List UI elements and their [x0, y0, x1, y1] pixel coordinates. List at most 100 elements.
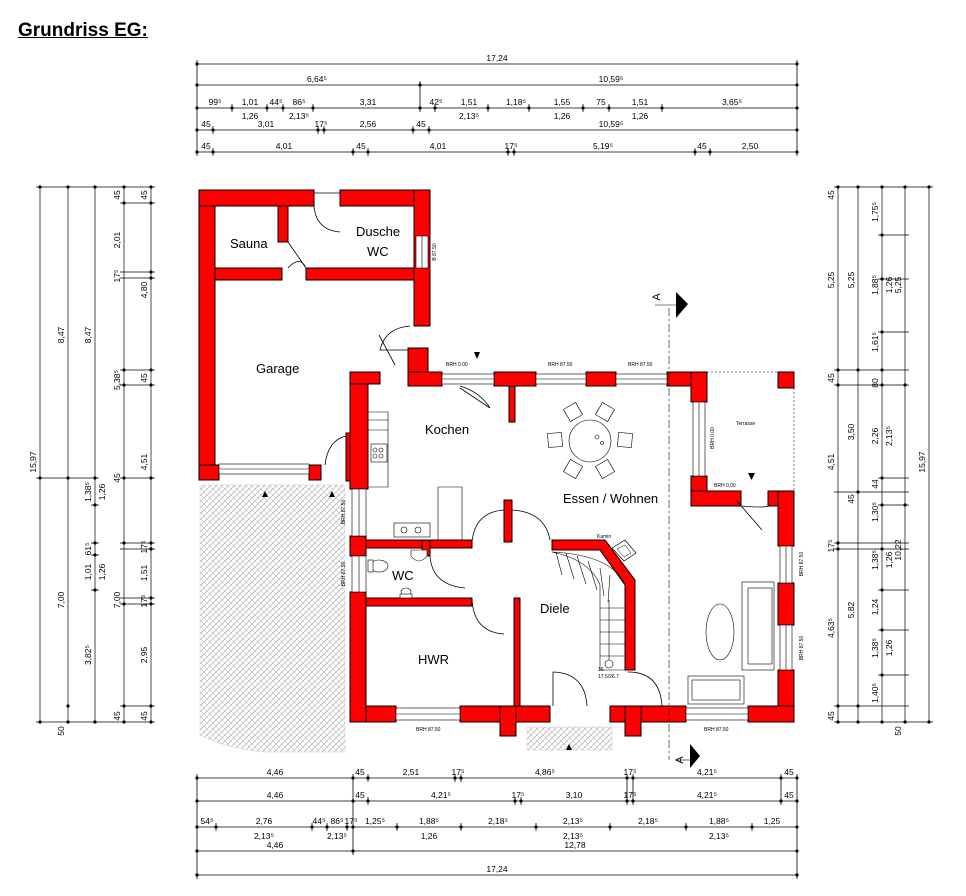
dim-top-r4: 2,56	[360, 119, 377, 129]
dim-left-c4: 7,00	[112, 591, 122, 608]
dim-right-c2: 45	[846, 494, 856, 504]
doors	[287, 192, 769, 707]
dim-left-c2: 50	[56, 726, 66, 736]
brh-label: BRH 87.50	[704, 727, 729, 733]
dim-left-c3: 3,82⁵	[83, 645, 93, 665]
dim-right-c3: 1,75⁵	[870, 202, 880, 222]
dim-top-r4: 10,59⁵	[599, 119, 624, 129]
brh-label: B 87.50	[432, 243, 438, 260]
dim-top-r5: 4,01	[276, 141, 293, 151]
driveway-hatched-area	[199, 484, 346, 753]
dim-top-r5: 45	[201, 141, 211, 151]
dim-top-r3b: 2,13⁵	[289, 111, 309, 121]
room-label-kochen: Kochen	[425, 422, 469, 437]
dim-bottom-r2: 4,21⁵	[431, 790, 451, 800]
dim-left-c3: 8,47	[83, 326, 93, 343]
triangle-mark-icon	[262, 491, 268, 497]
dim-bottom-r3b: 1,26	[421, 831, 438, 841]
top-dimension-lines: 17,24 6,64⁵ 10,59⁵ 99⁵ 1,01 44⁵ 86⁵ 3,31…	[195, 53, 799, 156]
dim-left-c3b: 1,26	[97, 483, 107, 500]
dim-left-c3: 1,01	[83, 563, 93, 580]
dim-top-r5: 45	[356, 141, 366, 151]
dim-bottom-r3b: 2,13⁵	[254, 831, 274, 841]
dim-left-c5: 45	[139, 190, 149, 200]
dim-top-r5: 4,01	[430, 141, 447, 151]
dim-right-c4: 50	[893, 726, 903, 736]
dim-top-r3b: 1,26	[554, 111, 571, 121]
dim-right-c3: 1,61⁵	[870, 332, 880, 352]
dim-left-c4: 45	[112, 473, 122, 483]
dim-right-c3: 1,38⁵	[870, 550, 880, 570]
dim-top-total: 17,24	[486, 53, 508, 63]
dim-bottom-r3: 2,18⁵	[638, 816, 658, 826]
dim-top-r3b: 1,26	[632, 111, 649, 121]
dim-left-c5: 1,51	[139, 564, 149, 581]
dim-bottom-r3: 54⁵	[201, 816, 214, 826]
dim-top-r3: 3,65⁵	[722, 97, 742, 107]
dim-bottom-r1: 45	[784, 767, 794, 777]
dim-right-c4: 10,22	[893, 539, 903, 561]
room-label-wc: WC	[392, 568, 414, 583]
dim-bottom-r3: 2,76	[256, 816, 273, 826]
dim-right-c1: 45	[826, 711, 836, 721]
windows	[218, 235, 793, 721]
dim-left-c3b: 1,26	[97, 563, 107, 580]
room-label-dusche: Dusche	[356, 224, 400, 239]
brh-label: BRH 87.50	[548, 362, 573, 368]
dim-right-c3: 44	[870, 479, 880, 489]
dim-bottom-total: 17,24	[486, 864, 508, 874]
dim-right-c1: 4,51	[826, 453, 836, 470]
dim-bottom-r3: 1,25⁵	[365, 816, 385, 826]
dim-left-c2: 7,00	[56, 591, 66, 608]
dim-top-r3: 42⁵	[430, 97, 443, 107]
dim-top-r2: 6,64⁵	[307, 74, 327, 84]
section-line	[655, 292, 700, 768]
dim-bottom-r2: 45	[355, 790, 365, 800]
right-dimension-lines: 45 5,25 45 4,51 17⁵ 4,63⁵ 45 5,25 3,50 4…	[826, 185, 933, 736]
brh-label: BRH 87.50	[341, 500, 347, 525]
dim-left-c5: 45	[139, 711, 149, 721]
dim-left-c5: 17⁵	[139, 541, 149, 554]
dim-right-c4: 1,26	[884, 639, 894, 656]
dim-top-r3: 1,51	[461, 97, 478, 107]
dim-top-r3: 44⁵	[270, 97, 283, 107]
dim-bottom-r3: 86⁵	[331, 816, 344, 826]
room-label-hwr: HWR	[418, 652, 449, 667]
dim-right-c3: 1,88⁵	[870, 275, 880, 295]
dim-top-r3: 1,51	[632, 97, 649, 107]
dim-right-c3: 2,26	[870, 427, 880, 444]
triangle-mark-icon	[566, 744, 572, 750]
dim-left-c5: 4,80	[139, 281, 149, 298]
page-title: Grundriss EG:	[18, 20, 148, 41]
dim-right-c4: 2,13⁵	[884, 426, 894, 446]
dim-right-c4: 1,26	[884, 551, 894, 568]
triangle-mark-icon	[748, 473, 755, 480]
dim-bottom-r3: 1,88⁵	[419, 816, 439, 826]
brh-label: BRH 87.50	[799, 636, 805, 661]
dim-bottom-r1: 45	[355, 767, 365, 777]
stair-count-label: 16	[598, 667, 604, 673]
room-label-essen-wohnen: Essen / Wohnen	[563, 491, 658, 506]
dim-left-c5: 17⁵	[139, 595, 149, 608]
dim-bottom-r2: 4,46	[267, 790, 284, 800]
room-label-terrasse: Terrasse	[736, 421, 755, 427]
section-label-bottom: A	[674, 756, 686, 764]
dim-bottom-r1: 2,51	[403, 767, 420, 777]
section-arrow-bottom-icon	[690, 744, 700, 768]
entrance-hatched-area	[526, 726, 613, 751]
dim-top-r5: 45	[697, 141, 707, 151]
dim-bottom-r1: 4,46	[267, 767, 284, 777]
dining-table	[547, 402, 633, 479]
dim-bottom-r4: 12,78	[564, 840, 586, 850]
dim-right-c3: 1,30⁵	[870, 502, 880, 522]
brh-label: BRH 87.50	[416, 727, 441, 733]
triangle-mark-icon	[329, 491, 335, 497]
dim-left-c5: 45	[139, 373, 149, 383]
dim-top-r5: 17⁵	[505, 141, 518, 151]
dim-left-c5: 17⁵	[112, 270, 122, 283]
dim-bottom-r3b: 2,13⁵	[709, 831, 729, 841]
dim-right-c5: 5,25	[893, 276, 903, 293]
dim-bottom-r3: 1,25	[764, 816, 781, 826]
dim-bottom-r1: 4,21⁵	[697, 767, 717, 777]
dim-right-c2: 1,40⁵	[870, 683, 880, 703]
